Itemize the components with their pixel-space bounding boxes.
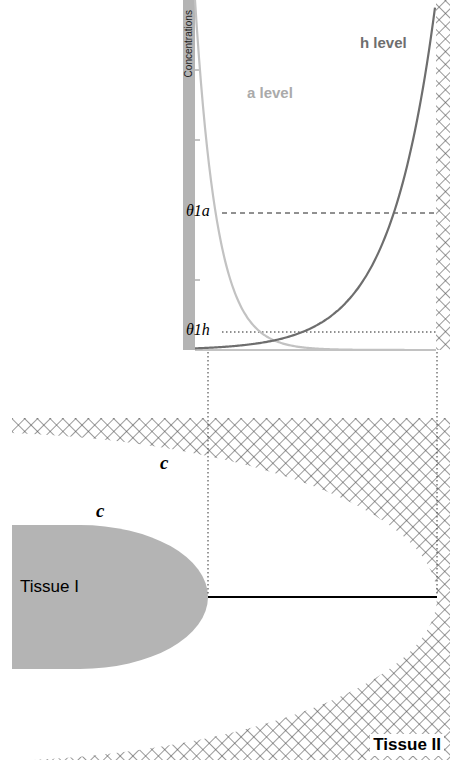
curve-label: h level bbox=[360, 34, 407, 51]
tissue-label: Tissue II bbox=[370, 734, 444, 756]
h-curve bbox=[195, 8, 435, 349]
tissue-region: Tissue I bbox=[12, 525, 208, 669]
threshold-line bbox=[222, 213, 436, 214]
threshold-label: θ1a bbox=[186, 202, 210, 220]
axis-title: Concentrations bbox=[183, 10, 195, 77]
left-boundary-bar bbox=[183, 0, 195, 350]
region-outline bbox=[12, 525, 208, 669]
threshold-line bbox=[222, 331, 436, 332]
threshold-label: θ1h bbox=[186, 321, 210, 339]
axis-ticks bbox=[195, 70, 200, 280]
a-curve bbox=[195, 0, 435, 350]
right-boundary-bar bbox=[436, 0, 450, 350]
curves bbox=[195, 0, 435, 350]
cavity bbox=[12, 432, 437, 760]
curve-label: a level bbox=[247, 84, 293, 101]
tissue-label: Tissue I bbox=[20, 577, 79, 597]
